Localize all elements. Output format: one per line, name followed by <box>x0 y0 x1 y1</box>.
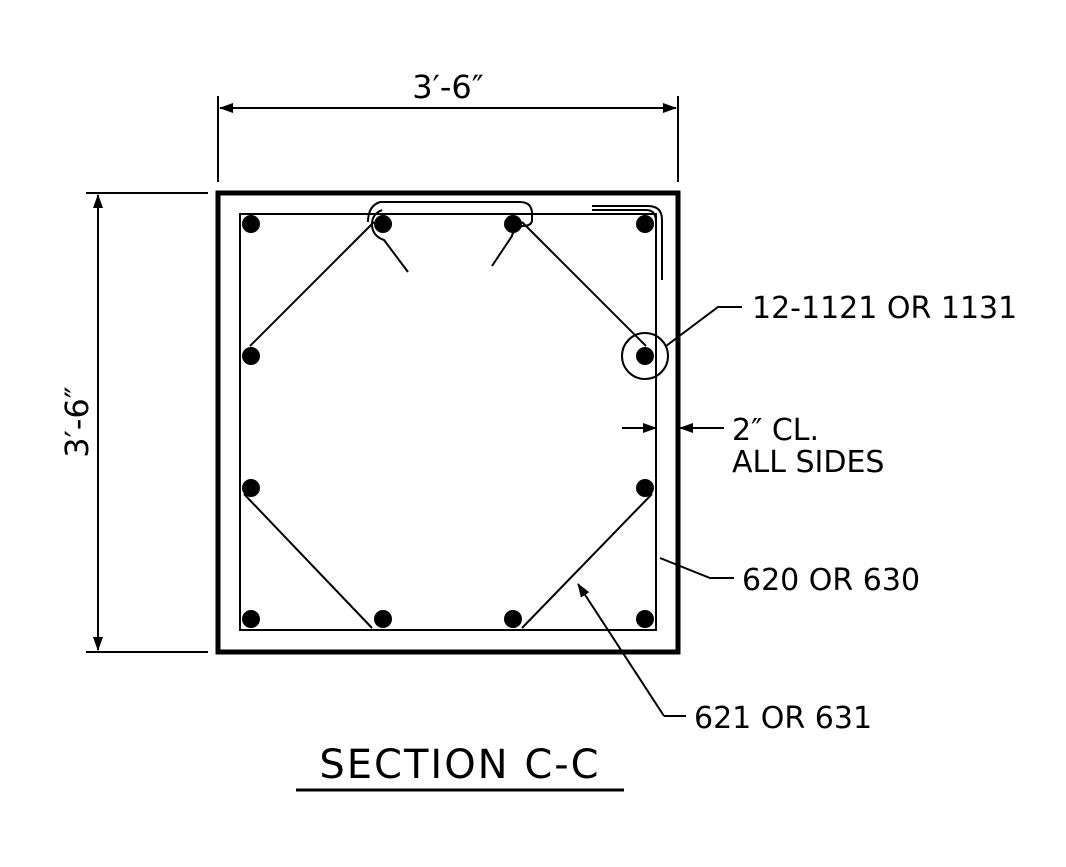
hoop-hook-inner <box>592 209 657 280</box>
dim-left-label: 3′-6″ <box>58 386 96 458</box>
callout-cover-note: ALL SIDES <box>732 445 884 480</box>
leader-bars <box>665 306 742 347</box>
bar <box>242 479 260 497</box>
leader-tie <box>577 583 665 717</box>
bar <box>636 479 654 497</box>
tie-bottom-left <box>243 493 373 629</box>
bar <box>242 347 260 365</box>
bar <box>374 610 392 628</box>
tie-top-left <box>249 221 375 347</box>
bar <box>242 215 260 233</box>
hoop-bar <box>239 213 657 631</box>
hoop-hook <box>592 205 663 280</box>
top-crosstie-hook-right <box>491 225 523 267</box>
concrete-outline <box>215 190 681 655</box>
bar <box>504 215 522 233</box>
callout-hoop: 620 OR 630 <box>742 563 920 598</box>
bar <box>242 610 260 628</box>
section-title: SECTION C-C <box>319 742 600 788</box>
dim-top-label: 3′-6″ <box>412 68 484 106</box>
callout-bars: 12-1121 OR 1131 <box>752 291 1017 326</box>
leader-hoop <box>659 557 734 579</box>
callout-tie: 621 OR 631 <box>694 701 872 736</box>
bar-highlight-circle <box>621 332 669 380</box>
bar <box>636 347 654 365</box>
bar <box>374 215 392 233</box>
longitudinal-bars <box>242 215 654 628</box>
top-crosstie-hook-left-start <box>367 201 381 223</box>
tie-bottom-right <box>521 493 653 629</box>
tie-top-right <box>521 221 647 347</box>
bar <box>636 215 654 233</box>
top-crosstie-hook <box>380 201 533 227</box>
callout-cover: 2″ CL. <box>732 413 819 448</box>
bar <box>504 610 522 628</box>
bar <box>636 610 654 628</box>
